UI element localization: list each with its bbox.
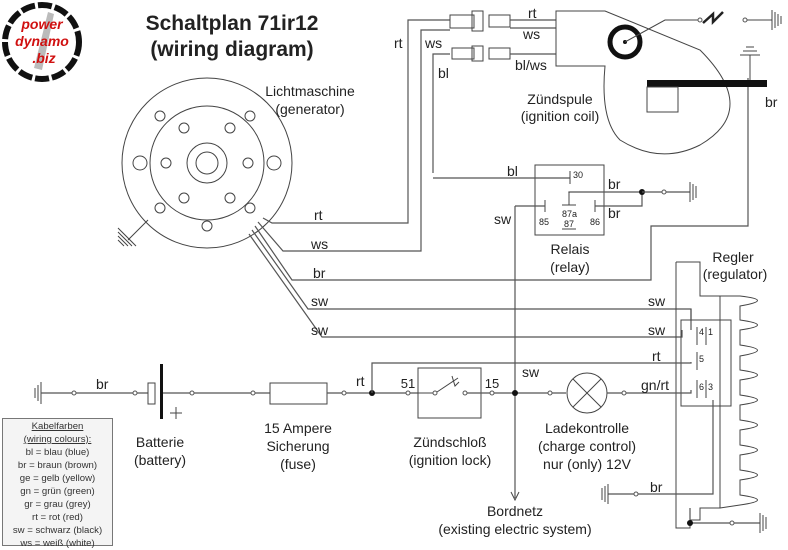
- spark-plug-icon: [607, 24, 643, 60]
- wire-label-main-rt: rt: [356, 373, 365, 389]
- wire-label-reg-sw-1: sw: [648, 293, 666, 309]
- charge-control-label-en: (charge control): [538, 438, 636, 454]
- legend-item: gn = grün (green): [20, 486, 95, 497]
- generator: Lichtmaschine (generator): [117, 77, 355, 249]
- wire-labels: rt ws bl rt ws bl/ws br bl sw br br rt w…: [96, 5, 778, 495]
- ignition-lock-pin-51: 51: [401, 376, 415, 391]
- logo-text-1: power: [20, 16, 64, 32]
- coil-top-ground-icon: [740, 46, 760, 80]
- relay-ground-icon: [689, 182, 697, 202]
- wire-label-top-ws: ws: [424, 35, 442, 51]
- fuse-label-3: (fuse): [280, 456, 316, 472]
- bordnetz-label-en: (existing electric system): [438, 521, 591, 537]
- fuse-icon: [269, 382, 328, 405]
- bordnetz-label-de: Bordnetz: [487, 503, 543, 519]
- wire-label-relay-br-2: br: [608, 205, 621, 221]
- relay-pin-86: 86: [590, 217, 600, 227]
- wire-label-top-bl: bl: [438, 65, 449, 81]
- coil-ground-icon: [771, 10, 782, 30]
- regulator-label-de: Regler: [712, 249, 754, 265]
- relay-label-de: Relais: [551, 241, 590, 257]
- ignition-coil-label-de: Zündspule: [527, 91, 593, 107]
- legend-title: Kabelfarben: [31, 421, 84, 432]
- logo: power dynamo .biz: [2, 2, 82, 82]
- wire-label-coil-rt: rt: [528, 5, 537, 21]
- wire-label-relay-bl: bl: [507, 163, 518, 179]
- wiring-colour-legend: Kabelfarben (wiring colours): bl = blau …: [2, 418, 113, 549]
- charge-ground-icon: [601, 484, 609, 504]
- wire-label-gen-sw-1: sw: [311, 293, 329, 309]
- ignition-coil: Zündspule (ignition coil): [521, 10, 782, 155]
- wire-label-coil-blws: bl/ws: [515, 57, 547, 73]
- battery-label-en: (battery): [134, 452, 186, 468]
- ignition-lock-label-de: Zündschloß: [413, 434, 486, 450]
- logo-text-3: .biz: [32, 50, 55, 66]
- battery-label-de: Batterie: [136, 434, 184, 450]
- charge-control-lamp-icon: [566, 372, 608, 414]
- wire-label-gen-rt: rt: [314, 207, 323, 223]
- wire-label-batt-br: br: [96, 376, 109, 392]
- wire-label-gen-br: br: [313, 265, 326, 281]
- generator-label-de: Lichtmaschine: [265, 83, 355, 99]
- regulator-label-en: (regulator): [703, 266, 768, 282]
- legend-item: sw = schwarz (black): [12, 525, 103, 536]
- title-line-1: Schaltplan 71ir12: [146, 12, 319, 35]
- legend-subtitle: (wiring colours):: [23, 434, 92, 445]
- wire-label-relay-sw: sw: [494, 211, 512, 227]
- wire-label-relay-br-1: br: [608, 176, 621, 192]
- main-circuit: [34, 362, 714, 504]
- generator-ground-icon: [117, 227, 137, 247]
- ignition-lock-label-en: (ignition lock): [409, 452, 491, 468]
- relay-label-en: (relay): [550, 259, 590, 275]
- battery-icon: [147, 382, 156, 405]
- wire-label-ground-br: br: [650, 479, 663, 495]
- wire-label-reg-sw-2: sw: [648, 322, 666, 338]
- logo-text-2: dynamo: [15, 33, 69, 49]
- legend-item: ge = gelb (yellow): [19, 473, 96, 484]
- wire-label-gen-sw-2: sw: [311, 322, 329, 338]
- wire-label-top-rt: rt: [394, 35, 403, 51]
- relay-pin-85: 85: [539, 217, 549, 227]
- regulator-ground-icon: [759, 513, 767, 533]
- fuse-label-1: 15 Ampere: [264, 420, 332, 436]
- fuse-label-2: Sicherung: [266, 438, 329, 454]
- title-line-2: (wiring diagram): [150, 38, 313, 61]
- wire-label-coil-br: br: [765, 94, 778, 110]
- regulator-pin-4: 4: [699, 327, 704, 337]
- legend-item: rt = rot (red): [32, 512, 83, 523]
- wire-label-gen-ws: ws: [310, 236, 328, 252]
- regulator-pin-1: 1: [708, 327, 713, 337]
- charge-control-note: nur (only) 12V: [543, 456, 632, 472]
- relay-pin-87a: 87a: [562, 209, 577, 219]
- regulator-pin-5: 5: [699, 354, 704, 364]
- relay-pin-87: 87: [564, 219, 574, 229]
- wire-label-coil-ws: ws: [522, 26, 540, 42]
- legend-item: ws = weiß (white): [20, 538, 95, 549]
- legend-item: bl = blau (blue): [25, 447, 90, 458]
- legend-item: gr = grau (grey): [24, 499, 91, 510]
- relay-pin-30: 30: [573, 170, 583, 180]
- ignition-lock-pin-15: 15: [485, 376, 499, 391]
- wire-label-reg-rt: rt: [652, 348, 661, 364]
- regulator-pin-6: 6: [699, 382, 704, 392]
- logo-lightning-icon: [34, 12, 54, 70]
- legend-item: br = braun (brown): [17, 460, 98, 471]
- battery-ground-icon: [34, 382, 42, 404]
- regulator: 4 1 5 6 3 Regler (regulator): [675, 249, 768, 533]
- wire-label-main-sw: sw: [522, 364, 540, 380]
- relay: 30 85 87a 87 86 Relais (relay): [433, 164, 697, 275]
- generator-label-en: (generator): [275, 101, 344, 117]
- generator-wires: [248, 19, 749, 338]
- wire-label-reg-gnrt: gn/rt: [641, 377, 669, 393]
- charge-control-label-de: Ladekontrolle: [545, 420, 629, 436]
- arrow-down-icon: [510, 491, 520, 502]
- ignition-coil-label-en: (ignition coil): [521, 108, 600, 124]
- spark-gap-icon: [702, 11, 724, 26]
- regulator-pin-3: 3: [708, 382, 713, 392]
- coil-connectors: [449, 10, 556, 62]
